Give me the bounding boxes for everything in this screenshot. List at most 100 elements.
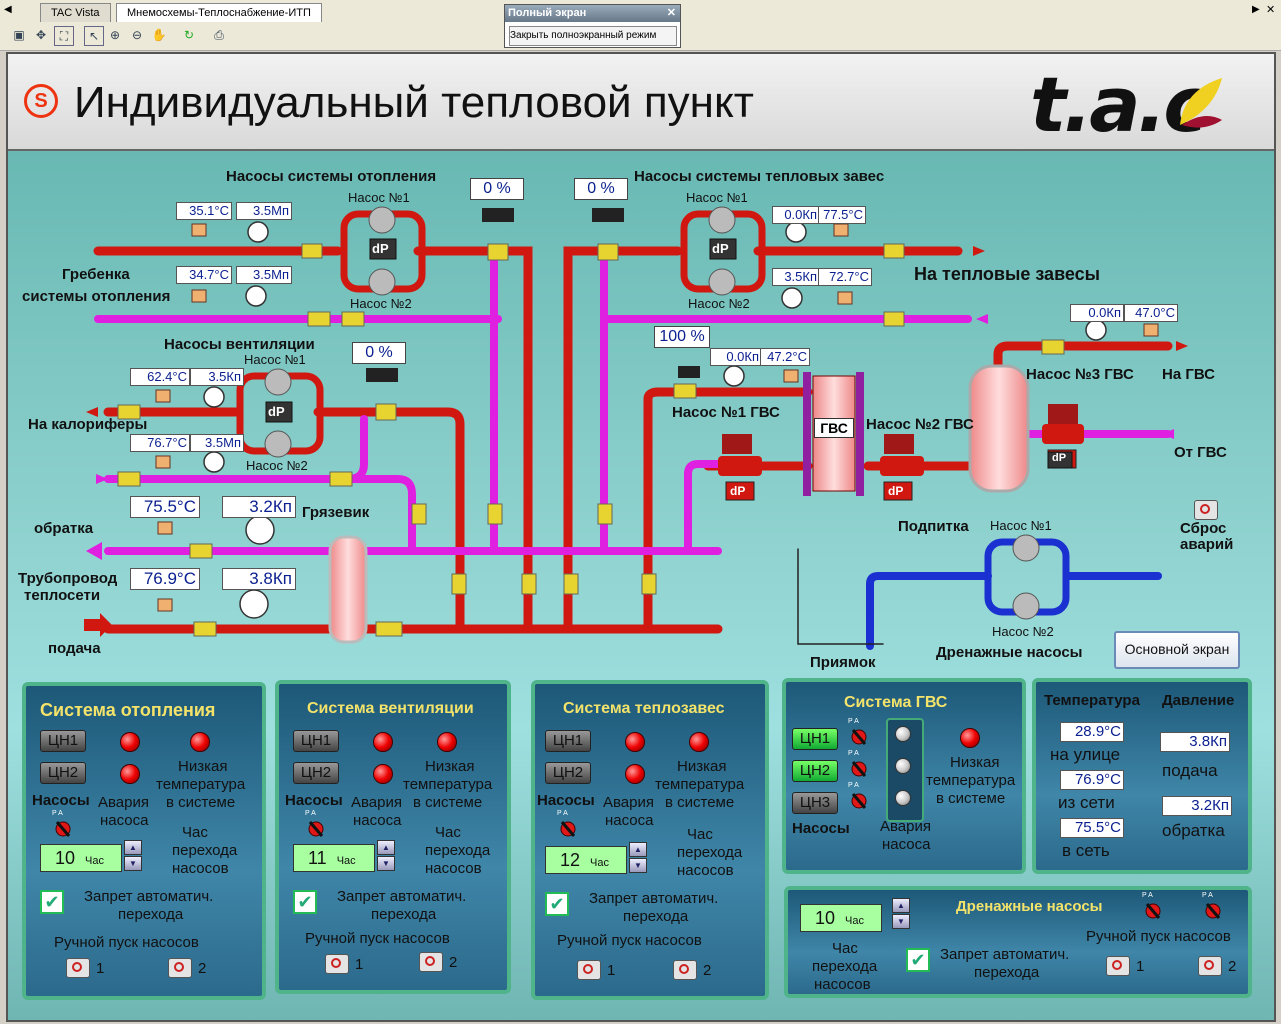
heat-valve-position: 0 % (470, 178, 524, 200)
exit-fullscreen-button[interactable]: Закрыть полноэкранный режим (509, 26, 677, 46)
low-temp-label-2: температура (403, 776, 493, 793)
pump1-number: 1 (96, 960, 105, 977)
drain-pump1-mode-switch-icon[interactable] (1142, 900, 1164, 922)
vent-supply-temp: 62.4°C (130, 368, 190, 386)
pointer-icon[interactable]: ↖ (84, 26, 104, 46)
tab-mnemoschemes[interactable]: Мнемосхемы-Теплоснабжение-ИТП (116, 3, 322, 22)
pump-mode-switch-icon[interactable] (52, 818, 74, 840)
tab-tac-vista[interactable]: TAC Vista (40, 3, 111, 22)
temperature-title: Температура (1044, 692, 1140, 709)
return-pressure-label: обратка (1162, 821, 1225, 840)
hour-up-button[interactable]: ▲ (124, 840, 142, 855)
hand-icon[interactable]: ✋ (151, 28, 167, 42)
lock-label-1: Запрет автоматич. (589, 890, 719, 907)
pumps-label: Насосы (32, 792, 90, 809)
manual-start-pump1-button[interactable] (66, 958, 90, 978)
auto-switch-lock-checkbox[interactable]: ✔ (545, 892, 569, 916)
image-icon[interactable]: ▣ (13, 28, 25, 42)
hour-label-1: Час (687, 826, 713, 843)
auto-switch-lock-checkbox[interactable]: ✔ (40, 890, 64, 914)
heat-pump2-label: Насос №2 (350, 296, 412, 311)
network-in-temp-value: 76.9°C (1060, 770, 1124, 790)
pan-icon[interactable]: ✥ (35, 28, 47, 42)
manual-start-pump1-button[interactable] (1106, 956, 1130, 976)
low-temp-led (960, 728, 980, 748)
hour-up-button[interactable]: ▲ (892, 898, 910, 913)
manual-start-pump2-button[interactable] (168, 958, 192, 978)
manual-start-pump2-button[interactable] (419, 952, 443, 972)
hour-down-button[interactable]: ▼ (377, 856, 395, 871)
alarm-label-1: Авария (98, 794, 149, 811)
hour-label-1: Час (435, 824, 461, 841)
manual-start-pump2-button[interactable] (673, 960, 697, 980)
pump1-number: 1 (1136, 958, 1145, 975)
pump3-mode-switch-icon[interactable] (848, 790, 870, 812)
hour-up-button[interactable]: ▲ (629, 842, 647, 857)
low-temp-label-2: температура (655, 776, 745, 793)
drain-pump2-mode-switch-icon[interactable] (1202, 900, 1224, 922)
zoom-out-icon[interactable]: ⊖ (131, 28, 143, 42)
hour-label-2: перехода (172, 842, 238, 859)
lock-label-1: Запрет автоматич. (337, 888, 467, 905)
pipe-label-1: Трубопровод (18, 570, 118, 587)
alarm-led (373, 764, 393, 784)
hour-down-button[interactable]: ▼ (629, 858, 647, 873)
tab-scroll-right-icon[interactable]: ▶ (1252, 4, 1260, 15)
manual-start-pump1-button[interactable] (577, 960, 601, 980)
low-temp-label-3: в системе (936, 790, 1006, 807)
dp-icon: dP (712, 241, 729, 256)
main-screen-button[interactable]: Основной экран (1114, 631, 1240, 669)
vent-pumps-label: Насосы вентиляции (164, 336, 315, 353)
tab-scroll-left-icon[interactable]: ◀ (4, 4, 12, 15)
fit-icon[interactable]: ⛶ (54, 26, 74, 46)
tac-logo: t.a.c (1030, 60, 1208, 149)
pump2-mode-switch-icon[interactable] (848, 758, 870, 780)
vent-valve-position: 0 % (352, 342, 406, 364)
gvs-valve-position: 100 % (654, 326, 710, 348)
hour-down-button[interactable]: ▼ (892, 914, 910, 929)
auto-switch-lock-checkbox[interactable]: ✔ (293, 890, 317, 914)
alarm-led (895, 758, 911, 774)
curtain-pump1-label: Насос №1 (686, 190, 748, 205)
gvs-exchanger-label: ГВС (814, 418, 854, 438)
curtain-return-temp: 72.7°C (818, 268, 872, 286)
pump-mode-switch-icon[interactable] (557, 818, 579, 840)
manual-start-label: Ручной пуск насосов (305, 930, 450, 947)
print-icon[interactable]: ⎙ (214, 28, 224, 42)
curtain-return-pressure: 3.5Кп (772, 268, 820, 286)
gvs-supply-temp: 47.2°C (760, 348, 810, 366)
pump2-number: 2 (1228, 958, 1237, 975)
tab-close-icon[interactable]: ✕ (1266, 4, 1276, 16)
manual-start-label: Ручной пуск насосов (557, 932, 702, 949)
pump2-number: 2 (703, 962, 712, 979)
popup-close-icon[interactable]: ✕ (666, 7, 676, 19)
pump-mode-switch-icon[interactable] (305, 818, 327, 840)
refresh-icon[interactable]: ↻ (183, 28, 195, 42)
manual-start-pump1-button[interactable] (325, 954, 349, 974)
alarm-label-2: насоса (882, 836, 931, 853)
sump-label: Приямок (810, 654, 876, 671)
hour-down-button[interactable]: ▼ (124, 856, 142, 871)
alarm-led (895, 726, 911, 742)
low-temp-label-1: Низкая (950, 754, 1000, 771)
hour-value: 11 (308, 848, 327, 868)
hour-up-button[interactable]: ▲ (377, 840, 395, 855)
fullscreen-popup: Полный экран✕ Закрыть полноэкранный режи… (504, 4, 681, 48)
vent-pump2-label: Насос №2 (246, 458, 308, 473)
cn1-indicator: ЦН1 (792, 728, 838, 750)
pump2-number: 2 (449, 954, 458, 971)
low-temp-led (437, 732, 457, 752)
supply-pressure-label: подача (1162, 761, 1218, 780)
cn1-indicator: ЦН1 (40, 730, 86, 752)
low-temp-label-2: температура (156, 776, 246, 793)
auto-switch-lock-checkbox[interactable]: ✔ (906, 948, 930, 972)
alarm-led (120, 764, 140, 784)
reset-alarms-button[interactable] (1194, 500, 1218, 520)
manual-start-pump2-button[interactable] (1198, 956, 1222, 976)
zoom-in-icon[interactable]: ⊕ (109, 28, 121, 42)
pump1-mode-switch-icon[interactable] (848, 726, 870, 748)
